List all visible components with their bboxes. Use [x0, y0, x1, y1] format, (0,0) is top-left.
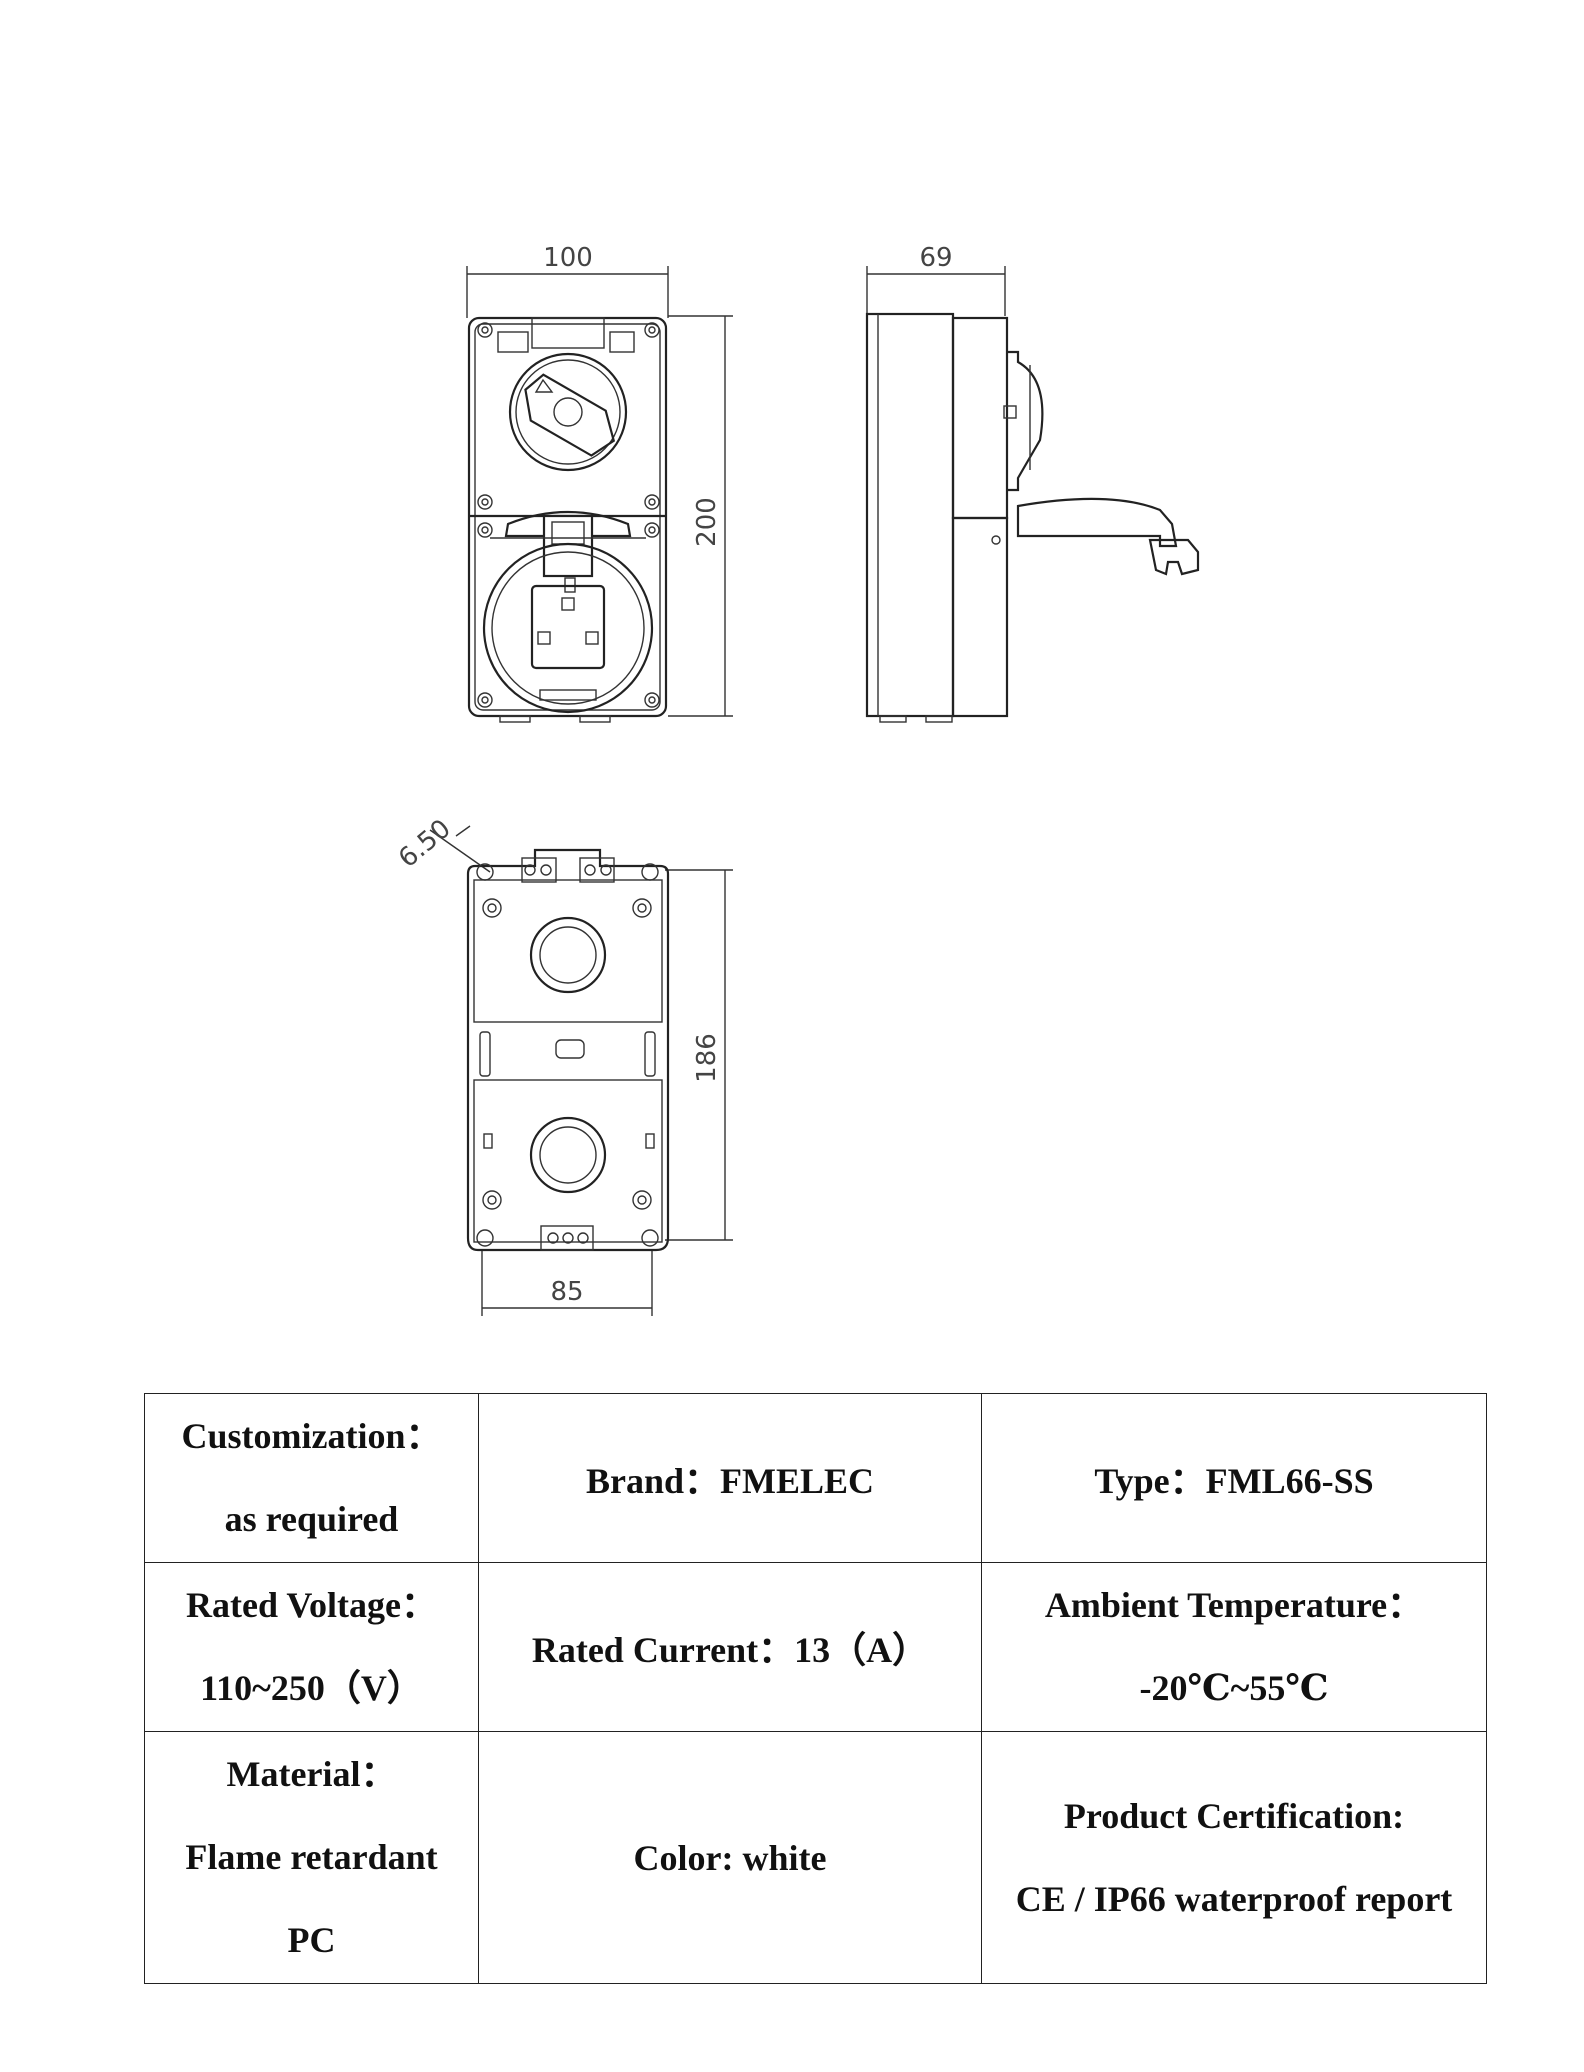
front-width-dimension: 100: [543, 243, 593, 273]
material-cell: Material： Flame retardant PC: [144, 1731, 479, 1984]
material-label: Material：: [226, 1754, 397, 1794]
type-text: Type：FML66-SS: [1094, 1461, 1374, 1501]
height-dimension: 200: [692, 497, 722, 547]
rated-voltage-label: Rated Voltage：: [186, 1585, 437, 1625]
certification-cell: Product Certification: CE / IP66 waterpr…: [981, 1731, 1487, 1984]
front-view: 100 200: [466, 243, 733, 723]
certification-label: Product Certification:: [1063, 1795, 1405, 1836]
customization-cell: Customization： as required: [144, 1393, 479, 1563]
side-depth-dimension: 69: [919, 243, 952, 273]
ambient-temperature-value: -20℃~55℃: [1139, 1668, 1329, 1708]
rated-voltage-value: 110~250（V）: [200, 1668, 423, 1708]
ambient-temperature-cell: Ambient Temperature： -20℃~55℃: [981, 1562, 1487, 1732]
material-value-line2: PC: [287, 1920, 336, 1960]
rated-current-cell: Rated Current：13（A）: [478, 1562, 982, 1732]
material-value-line1: Flame retardant: [185, 1837, 438, 1877]
certification-value: CE / IP66 waterproof report: [1015, 1878, 1453, 1919]
mount-width-dimension: 85: [550, 1277, 583, 1307]
mounting-view: 6.50 186 85: [393, 814, 733, 1316]
customization-value: as required: [224, 1499, 399, 1539]
type-cell: Type：FML66-SS: [981, 1393, 1487, 1563]
color-cell: Color: white: [478, 1731, 982, 1984]
brand-text: Brand：FMELEC: [585, 1461, 875, 1501]
rated-voltage-cell: Rated Voltage： 110~250（V）: [144, 1562, 479, 1732]
specification-table: Customization： as required Brand：FMELEC …: [144, 1393, 1487, 1984]
table-row: Customization： as required Brand：FMELEC …: [144, 1393, 1487, 1563]
rated-current-text: Rated Current：13（A）: [531, 1630, 929, 1670]
hole-diameter-dimension: 6.50: [393, 814, 457, 874]
table-row: Material： Flame retardant PC Color: whit…: [144, 1731, 1487, 1984]
ambient-temperature-label: Ambient Temperature：: [1044, 1585, 1424, 1625]
technical-drawings: 100 200: [393, 243, 1200, 1316]
mount-height-dimension: 186: [692, 1033, 722, 1083]
brand-cell: Brand：FMELEC: [478, 1393, 982, 1563]
color-text: Color: white: [633, 1837, 827, 1878]
side-view: 69: [865, 243, 1200, 723]
customization-label: Customization：: [181, 1416, 442, 1456]
table-row: Rated Voltage： 110~250（V） Rated Current：…: [144, 1562, 1487, 1732]
